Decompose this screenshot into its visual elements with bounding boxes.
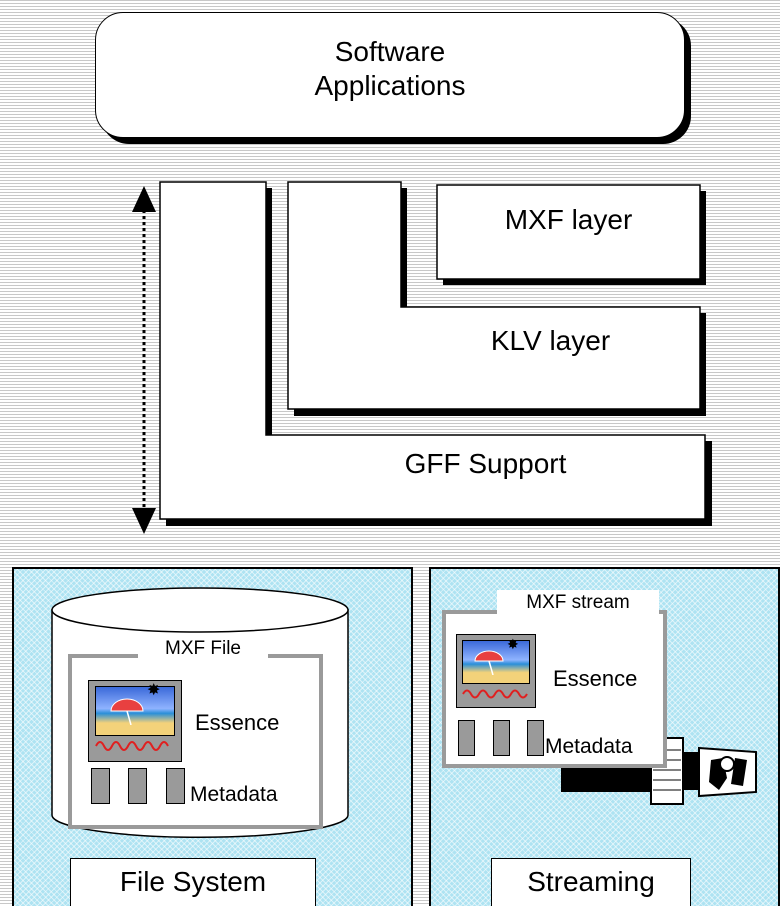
software-applications-box: Software Applications <box>95 12 685 138</box>
klv-layer-label: KLV layer <box>490 325 611 356</box>
stream-metadata-bar-3 <box>527 720 544 756</box>
file-metadata-label: Metadata <box>190 783 278 806</box>
stream-metadata-bar-1 <box>458 720 475 756</box>
stream-waveform <box>462 689 528 699</box>
software-label-line2: Applications <box>314 70 466 101</box>
mxf-layer-label: MXF layer <box>504 204 633 235</box>
stream-umbrella-icon <box>474 650 504 675</box>
cylinder-top <box>51 587 349 633</box>
mxf-layer-shape <box>436 184 701 280</box>
stream-metadata-bar-2 <box>493 720 510 756</box>
file-metadata-bar-3 <box>166 768 185 804</box>
streaming-label: Streaming <box>491 858 691 906</box>
file-system-label: File System <box>70 858 316 906</box>
gff-layer-shape <box>159 181 706 520</box>
scope-arrow-top <box>132 186 156 212</box>
stream-essence-frame: ✸ <box>456 634 536 708</box>
layer-stack-diagram <box>132 181 712 534</box>
camera-icon <box>561 737 757 805</box>
file-umbrella-icon <box>110 698 144 725</box>
gff-layer-label: GFF Support <box>404 448 567 479</box>
file-metadata-bar-2 <box>128 768 147 804</box>
file-essence-label: Essence <box>195 710 280 735</box>
file-essence-frame: ✸ <box>88 680 182 762</box>
stream-essence-label: Essence <box>553 666 638 691</box>
file-sun-icon: ✸ <box>147 682 161 699</box>
stream-essence-image <box>462 640 530 684</box>
software-label-line1: Software <box>334 36 446 67</box>
file-waveform <box>95 741 169 751</box>
stream-sun-icon: ✸ <box>507 636 519 652</box>
scope-arrow-bottom <box>132 508 156 534</box>
file-metadata-bar-1 <box>91 768 110 804</box>
mxf-stream-label: MXF stream <box>497 590 659 616</box>
mxf-file-label: MXF File <box>138 636 268 662</box>
stream-metadata-label: Metadata <box>545 735 633 758</box>
klv-layer-shape <box>287 181 701 410</box>
